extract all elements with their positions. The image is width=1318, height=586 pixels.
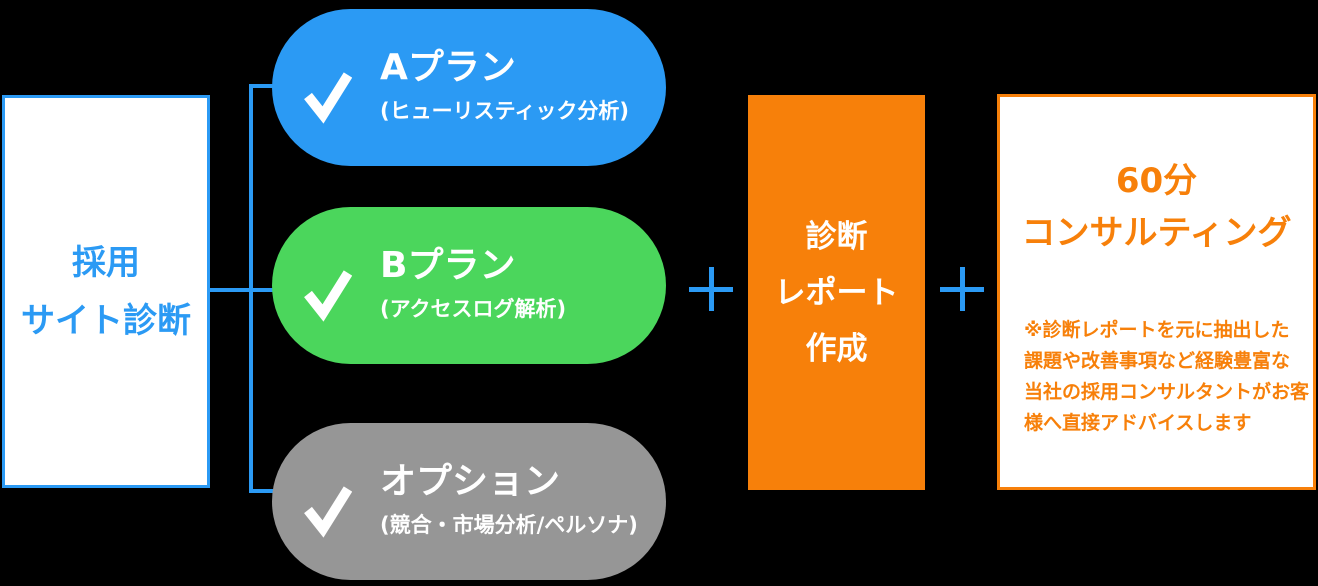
recruit-site-diagnosis-label-line2: サイト診断: [21, 300, 191, 341]
plan-a-title: Aプラン: [380, 46, 516, 88]
option-title: オプション: [380, 460, 561, 502]
plan-a-subtitle: (ヒューリスティック分析): [380, 98, 629, 123]
plus-icon: [940, 267, 984, 311]
plan-a-pill: Aプラン (ヒューリスティック分析): [272, 9, 666, 166]
report-label-line1: 診断: [805, 218, 868, 255]
recruit-site-diagnosis-label-line1: 採用: [72, 242, 140, 283]
checkmark-icon: [304, 485, 352, 538]
plan-b-pill: Bプラン (アクセスログ解析): [272, 207, 666, 364]
consulting-note: ※診断レポートを元に抽出した 課題や改善事項など経験豊富な 当社の採用コンサルタ…: [1024, 315, 1310, 439]
consulting-note-line3: 当社の採用コンサルタントがお客: [1024, 381, 1310, 403]
report-label-line2: レポート: [774, 274, 899, 311]
diagnosis-report-box: 診断 レポート 作成: [748, 95, 925, 490]
consulting-title-line1: 60分: [1115, 161, 1198, 201]
consulting-note-line4: 様へ直接アドバイスします: [1024, 412, 1252, 434]
consulting-box: 60分 コンサルティング ※診断レポートを元に抽出した 課題や改善事項など経験豊…: [997, 94, 1316, 490]
consulting-title: 60分 コンサルティング: [1000, 155, 1313, 259]
report-label-line3: 作成: [805, 330, 868, 367]
option-subtitle: (競合・市場分析/ペルソナ): [380, 512, 638, 537]
recruit-site-diagnosis-box: 採用 サイト診断: [2, 95, 210, 488]
plus-icon: [689, 267, 733, 311]
checkmark-icon: [304, 71, 352, 124]
plan-b-subtitle: (アクセスログ解析): [380, 296, 567, 321]
option-pill: オプション (競合・市場分析/ペルソナ): [272, 423, 666, 580]
checkmark-icon: [304, 269, 352, 322]
consulting-note-line1: ※診断レポートを元に抽出した: [1024, 319, 1290, 341]
consulting-title-line2: コンサルティング: [1021, 213, 1292, 253]
connector-branch-middle: [210, 288, 300, 292]
consulting-note-line2: 課題や改善事項など経験豊富な: [1024, 350, 1291, 372]
plan-b-title: Bプラン: [380, 244, 516, 286]
